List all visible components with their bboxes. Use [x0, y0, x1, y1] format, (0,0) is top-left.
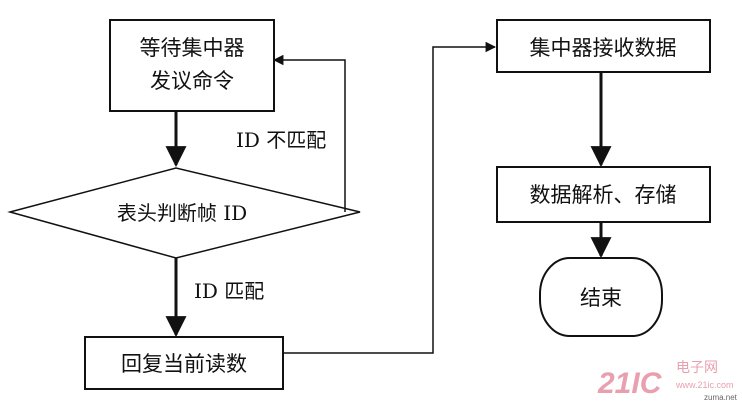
wait-command-box [109, 19, 275, 112]
reply-reading-box [84, 336, 284, 390]
id-match-label: ID 匹配 [194, 279, 264, 303]
reply-reading-label: 回复当前读数 [121, 352, 247, 376]
wait-command-line1: 等待集中器 [140, 36, 245, 60]
end-label: 结束 [580, 286, 622, 310]
parse-store-label: 数据解析、存储 [530, 183, 677, 207]
site-watermark: 21IC 电子网 www.21ic.com zuma.net [597, 359, 738, 402]
parse-store-box [496, 166, 711, 223]
end-terminal [539, 257, 663, 337]
judge-id-diamond [7, 167, 361, 259]
id-mismatch-label: ID 不匹配 [236, 128, 326, 152]
receive-data-label: 集中器接收数据 [530, 36, 677, 60]
arrow-reply-to-receive [283, 41, 497, 354]
watermark-cn: 电子网 [676, 359, 718, 375]
watermark-url: www.21ic.com [675, 380, 734, 390]
judge-id-label: 表头判断帧 ID [117, 201, 247, 225]
receive-data-box [496, 19, 711, 73]
watermark-brand: 21IC [597, 367, 663, 400]
arrow-mismatch-loop [272, 54, 346, 212]
watermark-corner: zuma.net [704, 393, 738, 402]
wait-command-line2: 发议命令 [150, 69, 234, 93]
